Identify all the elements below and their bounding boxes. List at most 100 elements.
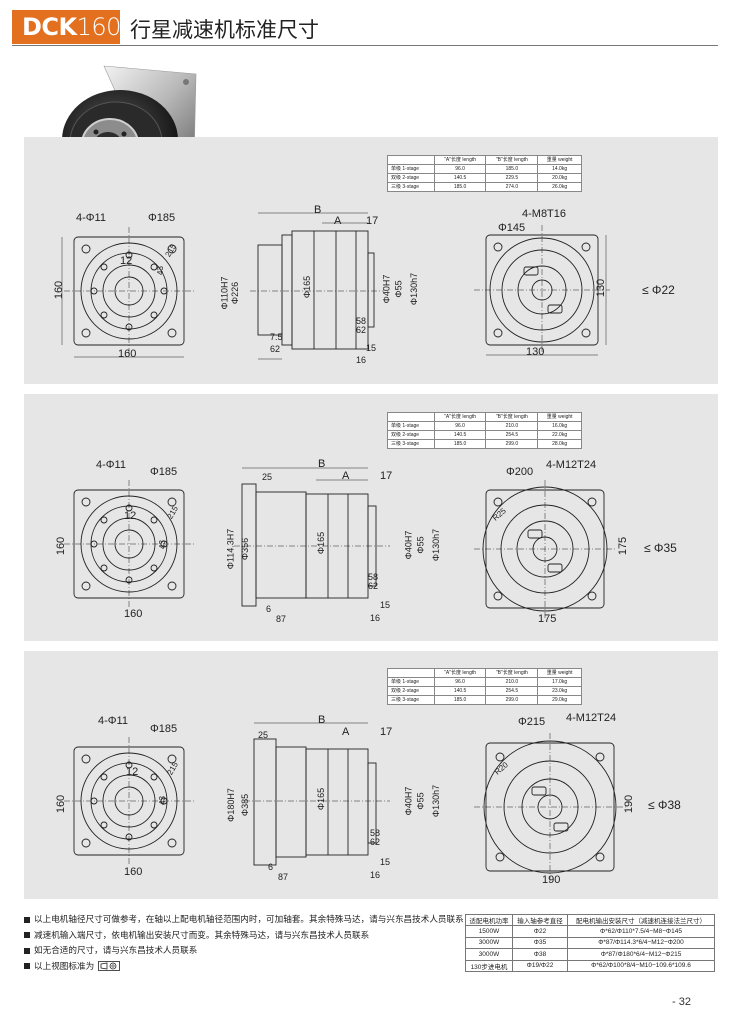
dim-d3: Φ165	[316, 531, 327, 555]
dim-right-side: 190	[623, 794, 636, 814]
badge-prefix: DCK	[22, 13, 77, 41]
motor-header: 配电机输出安装尺寸（减速机连接法兰尺寸）	[567, 913, 715, 927]
motor-cell: Φ*62/Φ110*7.5/4−M8−Φ145	[567, 925, 715, 938]
dim-slot: 12	[126, 766, 139, 778]
motor-cell: 130步进电机	[465, 959, 513, 972]
dim-left-bottom: 160	[124, 866, 143, 878]
dim-d4: Φ40H7	[381, 274, 392, 304]
dim-slot: 12	[124, 510, 137, 522]
shaft-size: ≤ Φ22	[642, 283, 675, 297]
dim-d5: Φ55	[415, 792, 426, 810]
spec-cell: 29.0kg	[537, 695, 582, 705]
dim-slot: 12	[120, 255, 133, 267]
dim-d5: Φ55	[415, 536, 426, 554]
side-view-1	[250, 212, 384, 360]
dim-right-bottom: 190	[542, 874, 561, 886]
shaft-size: ≤ Φ35	[644, 541, 677, 555]
dim-d12: 16	[370, 870, 381, 880]
dim-b: B	[318, 458, 326, 470]
front-view-2	[64, 480, 196, 608]
dim-b: B	[318, 714, 326, 726]
bullet-square-icon	[24, 932, 30, 939]
dim-right-pcd: Φ215	[518, 716, 546, 728]
drawing-set-3	[64, 722, 626, 881]
dim-d4: Φ40H7	[403, 786, 414, 816]
shaft-size: ≤ Φ38	[648, 798, 681, 812]
front-view-3	[64, 737, 196, 865]
drawing-panel-1	[24, 137, 718, 384]
dim-thread: 4-M8T16	[522, 208, 567, 220]
dim-d11: 15	[380, 857, 391, 867]
dim-d12: 16	[356, 355, 367, 365]
spec-cell: 28.0kg	[537, 439, 582, 449]
motor-cell: Φ19/Φ22	[512, 959, 568, 972]
note-item: 以上电机轴径尺寸可做参考，在轴以上配电机轴径范围内时，可加轴套。其余特殊马达，请…	[24, 912, 464, 928]
dim-pcd: Φ185	[150, 466, 178, 478]
motor-cell: Φ38	[512, 948, 568, 961]
bullet-square-icon	[24, 916, 30, 923]
dim-d3: Φ165	[302, 275, 313, 299]
motor-header: 适配电机功率	[465, 913, 513, 927]
dim-d10: 62	[368, 581, 379, 591]
spec-cell: 26.0kg	[537, 182, 582, 192]
spec-cell: 299.0	[485, 695, 539, 705]
motor-cell: Φ*87/Φ180*6/4−M12−Φ215	[567, 948, 715, 961]
dim-thread: 4-M12T24	[546, 459, 597, 471]
drawing-panel-2	[24, 394, 718, 641]
notes-list: 以上电机轴径尺寸可做参考，在轴以上配电机轴径范围内时，可加轴套。其余特殊马达，请…	[24, 912, 464, 974]
dim-holes: 4-Φ11	[98, 715, 128, 727]
motor-cell: 3000W	[465, 936, 513, 950]
dim-17: 17	[380, 470, 393, 482]
motor-cell: 1500W	[465, 925, 513, 938]
page-header: DCK160 行星减速机标准尺寸	[0, 8, 720, 48]
dim-r1: 43	[157, 540, 167, 549]
model-badge: DCK160	[12, 10, 122, 44]
dim-r1: 43	[155, 266, 165, 275]
front-view-1	[61, 227, 196, 358]
motor-header: 输入轴参考直径	[512, 913, 568, 927]
dim-d12: 16	[370, 613, 381, 623]
drawing-set-2	[64, 467, 616, 618]
dim-17: 17	[380, 726, 393, 738]
dim-d8: 87	[278, 872, 289, 882]
note-text: 减速机输入端尺寸，依电机输出安装尺寸而变。其余特殊马达，请与兴东昌技术人员联系	[34, 929, 370, 940]
dim-a: A	[342, 726, 350, 738]
dim-holes: 4-Φ11	[96, 459, 126, 471]
motor-cell: Φ35	[512, 936, 568, 950]
dim-d11: 15	[380, 600, 391, 610]
dim-left-bottom: 160	[124, 608, 143, 620]
dim-d7: 6	[268, 862, 274, 872]
bullet-square-icon	[24, 963, 30, 970]
dim-d7: 7.5	[270, 332, 283, 342]
dim-d8: 87	[276, 614, 287, 624]
spec-cell: 274.0	[485, 182, 539, 192]
rear-view-2	[474, 480, 616, 618]
note-item: 以上视图标准为	[24, 959, 464, 975]
dim-d2: Φ356	[240, 537, 251, 561]
note-text: 以上视图标准为	[34, 960, 95, 971]
dim-d6: Φ130h7	[409, 272, 420, 306]
dim-d2: Φ385	[240, 793, 251, 817]
dim-right-bottom: 130	[526, 346, 545, 358]
dim-r1: 43	[157, 796, 167, 805]
motor-cell: Φ22	[512, 925, 568, 938]
dim-a: A	[342, 470, 350, 482]
projection-symbol-icon	[98, 961, 121, 972]
badge-number: 160	[76, 13, 122, 41]
dim-d3: Φ165	[316, 787, 327, 811]
dim-thread: 4-M12T24	[566, 712, 617, 724]
dim-b: B	[314, 204, 322, 216]
dim-right-pcd: Φ145	[498, 222, 526, 234]
dim-left-side: 160	[55, 794, 68, 814]
dim-left-side: 160	[53, 280, 66, 300]
dim-pcd: Φ185	[150, 723, 178, 735]
note-text: 以上电机轴径尺寸可做参考，在轴以上配电机轴径范围内时，可加轴套。其余特殊马达，请…	[34, 914, 464, 924]
dim-25: 25	[262, 472, 273, 482]
dim-25: 25	[258, 730, 269, 740]
dim-d8: 62	[270, 344, 281, 354]
dim-d5: Φ55	[393, 280, 404, 298]
header-rule	[12, 45, 718, 46]
